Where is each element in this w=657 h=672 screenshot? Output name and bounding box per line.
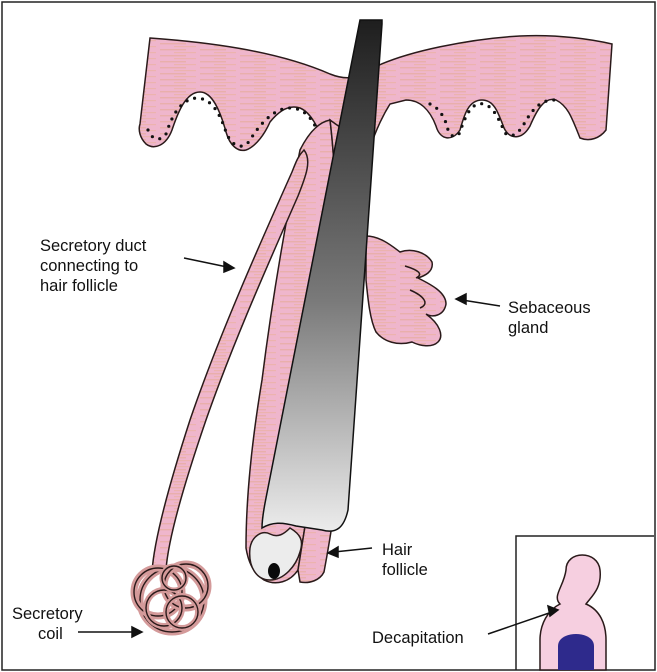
label-hair-follicle: Hair follicle	[382, 540, 428, 580]
label-hair-follicle-line-1: Hair	[382, 540, 428, 560]
label-secretory-duct-line-1: Secretory duct	[40, 236, 146, 256]
arrowhead-coil	[132, 627, 142, 637]
arrowhead-sebaceous	[456, 294, 466, 304]
label-sebaceous-gland-line-1: Sebaceous	[508, 298, 591, 318]
sebaceous-gland	[366, 236, 446, 346]
label-sebaceous-gland: Sebaceous gland	[508, 298, 591, 338]
secretory-coil	[134, 564, 208, 632]
label-secretory-coil: Secretory coil	[12, 604, 83, 644]
label-secretory-coil-line-1: Secretory	[12, 604, 83, 624]
label-decapitation: Decapitation	[372, 628, 464, 648]
label-hair-follicle-line-2: follicle	[382, 560, 428, 580]
arrowhead-follicle	[328, 547, 338, 557]
dermal-papilla	[268, 563, 280, 579]
decapitation-nucleus	[558, 634, 594, 670]
arrow-sebaceous	[462, 300, 500, 306]
arrowhead-duct	[224, 262, 234, 272]
label-secretory-duct-line-2: connecting to	[40, 256, 146, 276]
label-secretory-coil-line-2: coil	[12, 624, 83, 644]
label-sebaceous-gland-line-2: gland	[508, 318, 591, 338]
label-secretory-duct-line-3: hair follicle	[40, 276, 146, 296]
arrow-follicle	[334, 548, 372, 552]
label-secretory-duct: Secretory duct connecting to hair follic…	[40, 236, 146, 296]
